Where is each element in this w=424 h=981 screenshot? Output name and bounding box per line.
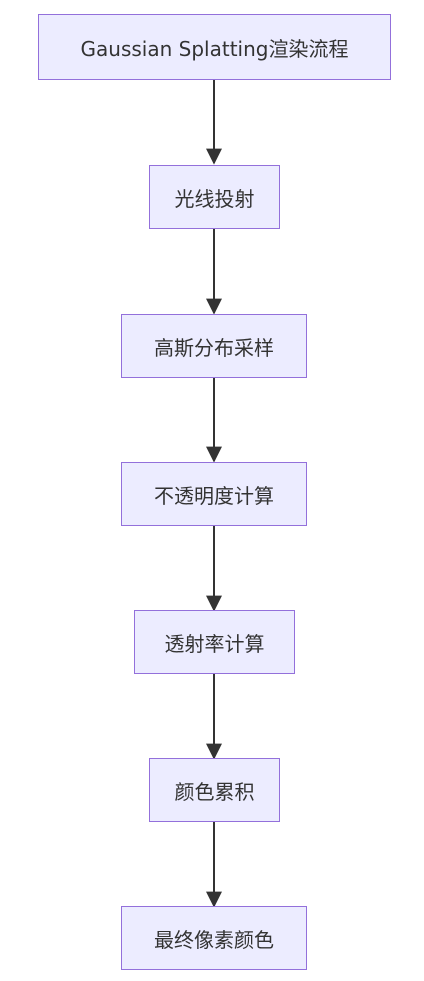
node-raycast: 光线投射 [149, 165, 280, 229]
node-opacity-label: 不透明度计算 [154, 483, 274, 508]
node-accumulate-label: 颜色累积 [174, 779, 255, 804]
node-accumulate: 颜色累积 [149, 758, 280, 822]
node-transmittance: 透射率计算 [134, 610, 295, 674]
node-sample-label: 高斯分布采样 [154, 335, 274, 360]
node-start-label: Gaussian Splatting渲染流程 [80, 36, 349, 61]
node-final: 最终像素颜色 [121, 906, 307, 970]
node-opacity: 不透明度计算 [121, 462, 307, 526]
node-sample: 高斯分布采样 [121, 314, 307, 378]
node-final-label: 最终像素颜色 [154, 927, 274, 952]
node-transmittance-label: 透射率计算 [164, 631, 265, 656]
node-start: Gaussian Splatting渲染流程 [38, 14, 391, 80]
node-raycast-label: 光线投射 [174, 186, 255, 211]
